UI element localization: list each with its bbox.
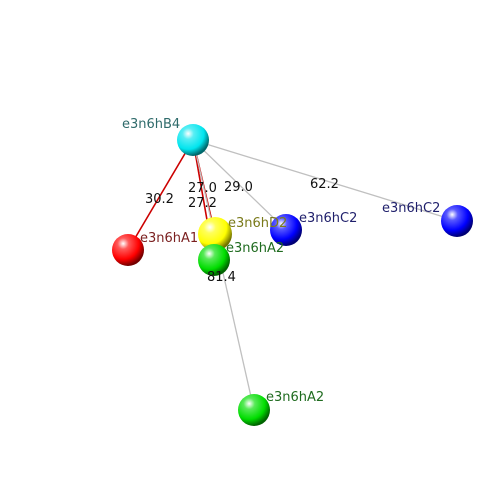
distance-line-b4-c2a	[192, 139, 287, 231]
atom-label-a2a: e3n6hA2	[226, 241, 284, 256]
distance-label-a2a: 27.2	[188, 196, 217, 211]
atom-label-a2b: e3n6hA2	[266, 390, 324, 405]
atom-sphere-b4[interactable]	[177, 124, 209, 156]
atom-sphere-a2a[interactable]	[198, 244, 230, 276]
atom-label-a1: e3n6hA1	[140, 231, 198, 246]
atom-label-b4: e3n6hB4	[122, 117, 180, 132]
distance-line-b4-c2b	[192, 139, 458, 222]
distance-label-a1: 30.2	[145, 192, 174, 207]
distance-lines	[127, 139, 458, 411]
distance-label-d2: 27.0	[188, 181, 217, 196]
atom-sphere-a1[interactable]	[112, 234, 144, 266]
distance-line-b4-a2b	[192, 139, 255, 411]
distance-label-c2a: 29.0	[224, 180, 253, 195]
atom-label-d2: e3n6hD2	[228, 216, 287, 231]
atom-sphere-a2b[interactable]	[238, 394, 270, 426]
atom-sphere-c2b[interactable]	[441, 205, 473, 237]
labels-layer: e3n6hB4 e3n6hA1 e3n6hD2 e3n6hA2 e3n6hC2 e3n6h…	[122, 117, 440, 405]
distance-label-c2b: 62.2	[310, 177, 339, 192]
distance-line-b4-a1	[127, 139, 194, 251]
atom-sphere-c2a[interactable]	[270, 214, 302, 246]
atom-label-c2a: e3n6hC2	[299, 211, 357, 226]
distance-label-a2b: 81.4	[207, 270, 236, 285]
atoms-layer	[112, 124, 473, 426]
atom-label-c2b: e3n6hC2	[382, 201, 440, 216]
atom-sphere-d2[interactable]	[198, 217, 232, 251]
